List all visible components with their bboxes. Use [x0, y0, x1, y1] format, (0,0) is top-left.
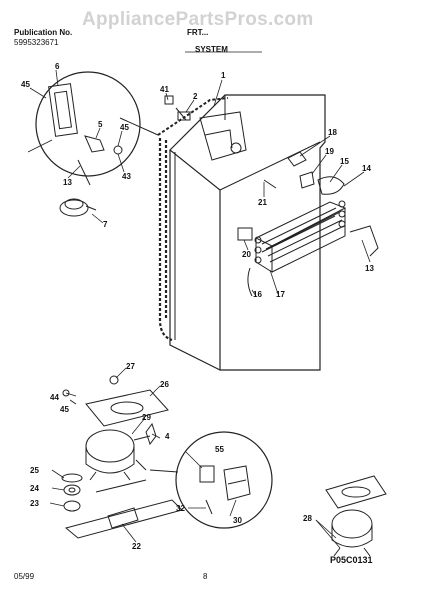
callout-13-left: 13 — [63, 178, 72, 187]
callout-19: 19 — [325, 147, 334, 156]
compressor — [85, 429, 151, 481]
section-title: SYSTEM — [195, 45, 228, 54]
callout-45-mid: 45 — [120, 123, 129, 132]
top-components — [164, 95, 247, 161]
thermostat-part-7 — [59, 198, 97, 217]
mounting-plate — [85, 375, 169, 427]
callout-23: 23 — [30, 499, 39, 508]
model-number: FRT... — [187, 28, 209, 37]
callout-20: 20 — [242, 250, 251, 259]
callout-14: 14 — [362, 164, 371, 173]
footer-date: 05/99 — [14, 572, 35, 581]
callout-27: 27 — [126, 362, 135, 371]
watermark-text: AppliancePartsPros.com — [82, 9, 314, 30]
callout-4: 4 — [165, 432, 170, 441]
footer-page-number: 8 — [203, 572, 208, 581]
compressor-lower-right — [325, 475, 387, 557]
callout-28: 28 — [303, 514, 312, 523]
detail-circle-upper-left — [35, 71, 159, 186]
callout-45-low: 45 — [60, 405, 69, 414]
publication-label: Publication No. — [14, 28, 73, 37]
callout-25: 25 — [30, 466, 39, 475]
callout-55: 55 — [215, 445, 224, 454]
callout-26: 26 — [160, 380, 169, 389]
callout-29: 29 — [142, 413, 151, 422]
callout-2: 2 — [193, 92, 198, 101]
leader-lines — [27, 69, 371, 549]
callout-45-top: 45 — [21, 80, 30, 89]
condenser-coil — [254, 200, 347, 273]
callout-44: 44 — [50, 393, 59, 402]
callout-21: 21 — [258, 198, 267, 207]
top-tubing — [157, 97, 229, 136]
drain-tubing — [158, 138, 173, 342]
callout-18: 18 — [328, 128, 337, 137]
callout-7: 7 — [103, 220, 108, 229]
callout-41: 41 — [160, 85, 169, 94]
part-4 — [145, 422, 157, 446]
callout-43: 43 — [122, 172, 131, 181]
callout-5: 5 — [98, 120, 103, 129]
callout-22: 22 — [132, 542, 141, 551]
mid-parts — [237, 179, 277, 297]
callout-16: 16 — [253, 290, 262, 299]
callout-15: 15 — [340, 157, 349, 166]
publication-number: 5995323671 — [14, 38, 59, 47]
screw-parts — [62, 389, 77, 405]
callout-24: 24 — [30, 484, 39, 493]
callout-17: 17 — [276, 290, 285, 299]
callout-30: 30 — [233, 516, 242, 525]
callout-1: 1 — [221, 71, 226, 80]
callout-13-right: 13 — [365, 264, 374, 273]
grommets — [61, 473, 83, 512]
detail-circle-relay — [149, 431, 273, 529]
upper-right-parts — [287, 151, 379, 257]
refrigerator-cabinet — [169, 94, 326, 371]
callout-32: 32 — [176, 504, 185, 513]
base-plate — [64, 479, 183, 539]
drawing-code: P05C0131 — [330, 555, 373, 565]
callout-6-top: 6 — [55, 62, 60, 71]
